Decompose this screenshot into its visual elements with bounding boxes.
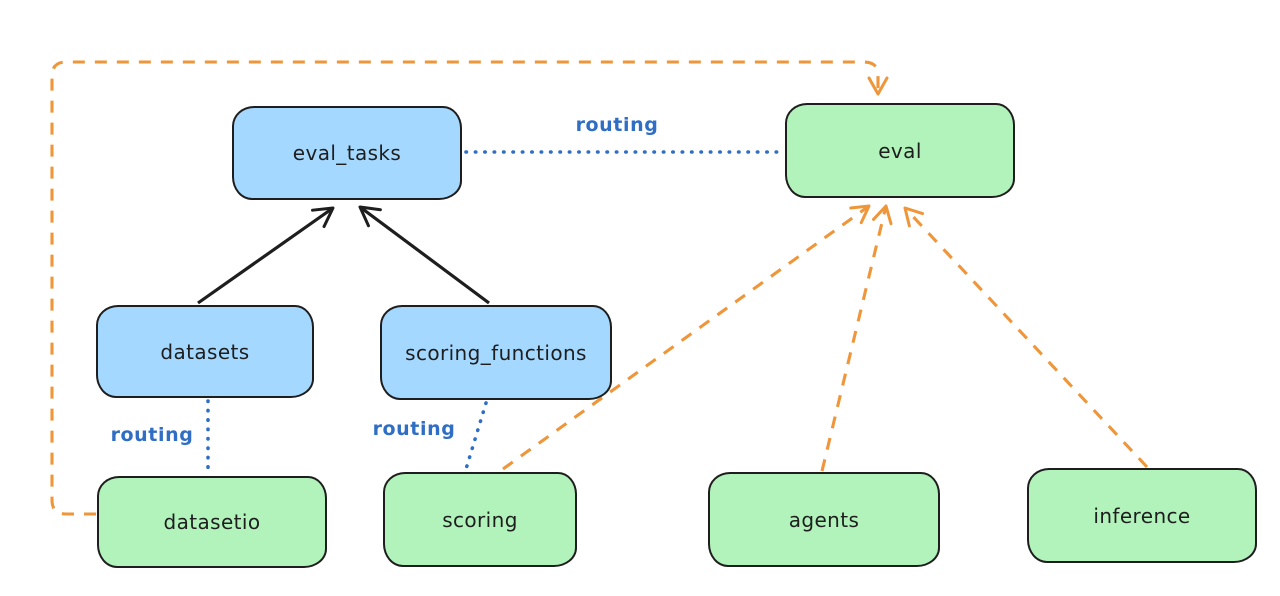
node-datasets: datasets	[96, 305, 314, 398]
node-datasetio-label: datasetio	[163, 510, 261, 534]
node-inference-label: inference	[1093, 503, 1191, 528]
node-agents: agents	[708, 472, 940, 567]
node-scoring-functions: scoring_functions	[380, 305, 612, 400]
edge-agents-to-eval	[820, 204, 893, 472]
edge-datasets-to-eval-tasks	[197, 206, 335, 305]
edge-scoring-functions-to-eval-tasks	[358, 205, 490, 305]
edge-datasetio-to-eval	[50, 60, 889, 516]
node-scoring-label: scoring	[442, 507, 518, 532]
routing-label-scoring-functions-scoring: routing	[372, 418, 456, 440]
node-eval-tasks-label: eval_tasks	[292, 141, 402, 165]
node-scoring-functions-label: scoring_functions	[405, 340, 587, 365]
node-eval-tasks: eval_tasks	[232, 106, 462, 200]
routing-label-eval-tasks-eval: routing	[575, 114, 659, 136]
edge-scoring-functions-to-scoring-routing	[464, 401, 488, 471]
routing-label-datasets-datasetio: routing	[110, 424, 194, 446]
node-eval: eval	[785, 103, 1015, 198]
node-scoring: scoring	[383, 472, 577, 567]
node-agents-label: agents	[788, 507, 860, 532]
node-datasetio: datasetio	[97, 476, 327, 568]
node-datasets-label: datasets	[160, 339, 250, 364]
edge-inference-to-eval	[903, 206, 1149, 469]
node-inference: inference	[1027, 468, 1257, 563]
node-eval-label: eval	[878, 138, 922, 163]
